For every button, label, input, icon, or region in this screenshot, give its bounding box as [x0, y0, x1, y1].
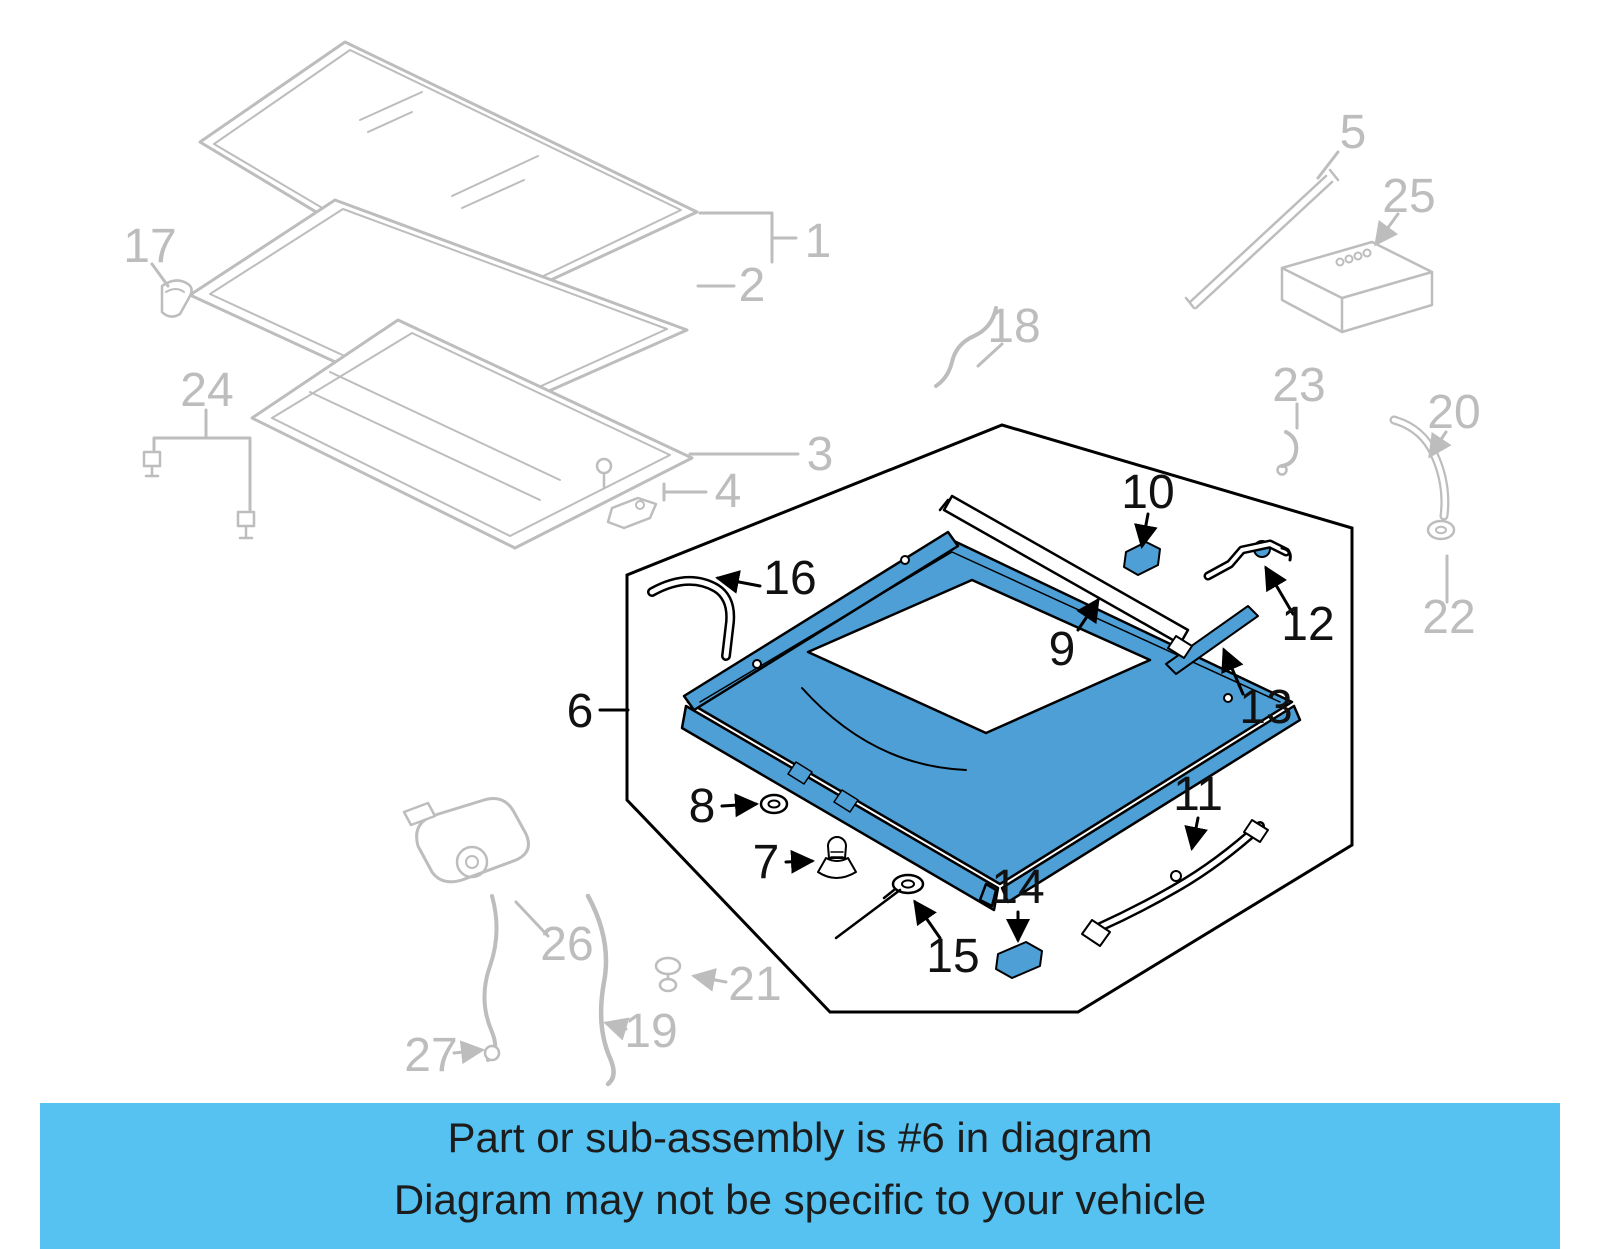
part17-art [160, 279, 193, 318]
part-label-24: 24 [180, 364, 233, 417]
part-label-10: 10 [1121, 466, 1174, 519]
left-flange-band [680, 704, 1000, 912]
part-label-25: 25 [1382, 170, 1435, 223]
frame-tab [787, 761, 813, 785]
part-label-5: 5 [1340, 106, 1367, 159]
part21-art [654, 956, 682, 993]
part-label-14: 14 [991, 861, 1044, 914]
part7-screw [817, 836, 857, 879]
part-label-13: 13 [1239, 681, 1292, 734]
faded-leader-lines [150, 150, 1452, 1065]
part8-ring [759, 793, 789, 815]
active-part-labels: 6 7 8 9 10 11 12 13 14 15 16 [567, 466, 1335, 983]
part-label-23: 23 [1272, 359, 1325, 412]
cable-guide-curve [801, 687, 967, 771]
part-label-27: 27 [404, 1029, 457, 1082]
banner-line-2: Diagram may not be specific to your vehi… [394, 1176, 1206, 1223]
part-label-4: 4 [715, 465, 742, 518]
part-label-7: 7 [753, 836, 780, 889]
part-label-9: 9 [1049, 623, 1076, 676]
right-flange-band [1000, 704, 1302, 904]
frame-rivet [752, 659, 762, 669]
part26-art [402, 797, 530, 1062]
faded-part-labels: 1 2 3 4 5 17 18 19 20 21 22 23 24 25 26 … [123, 106, 1480, 1082]
black-leader-lines [598, 512, 1295, 943]
part19-art [585, 893, 616, 1087]
info-banner-background [40, 1103, 1560, 1249]
sunshade-art [250, 318, 694, 550]
part9-strip [938, 494, 1193, 659]
info-banner: Part or sub-assembly is #6 in diagram Di… [40, 1103, 1560, 1249]
part-label-19: 19 [624, 1005, 677, 1058]
part-label-21: 21 [728, 958, 781, 1011]
part24-art [142, 450, 256, 540]
frame-tab [833, 789, 859, 813]
part-label-8: 8 [689, 780, 716, 833]
part-label-22: 22 [1422, 591, 1475, 644]
part13-strip [1165, 605, 1259, 675]
part-label-3: 3 [807, 428, 834, 481]
frame-rivet [900, 555, 910, 565]
drain-spout [978, 882, 998, 908]
part-label-26: 26 [540, 918, 593, 971]
part12-arm [1203, 539, 1292, 581]
part-label-17: 17 [123, 220, 176, 273]
part-label-12: 12 [1281, 598, 1334, 651]
frame-rivet [1223, 693, 1233, 703]
part-label-15: 15 [926, 930, 979, 983]
part-label-16: 16 [763, 552, 816, 605]
part-label-1: 1 [805, 215, 832, 268]
part25-art [1280, 240, 1434, 334]
part18-art [934, 306, 998, 388]
part5-art [1184, 168, 1340, 310]
part-label-11: 11 [1173, 768, 1223, 821]
part23-art [1276, 430, 1299, 476]
faded-parts-art [142, 40, 1456, 1087]
frame-inner-line [699, 551, 1281, 703]
part11-arm [1081, 819, 1269, 947]
part-label-2: 2 [739, 259, 766, 312]
banner-line-1: Part or sub-assembly is #6 in diagram [448, 1114, 1153, 1161]
part15-art [882, 873, 925, 900]
part-label-6: 6 [567, 685, 594, 738]
part-label-20: 20 [1427, 386, 1480, 439]
black-parts-art [647, 494, 1292, 947]
highlighted-assembly [680, 530, 1302, 979]
part-label-18: 18 [987, 300, 1040, 353]
